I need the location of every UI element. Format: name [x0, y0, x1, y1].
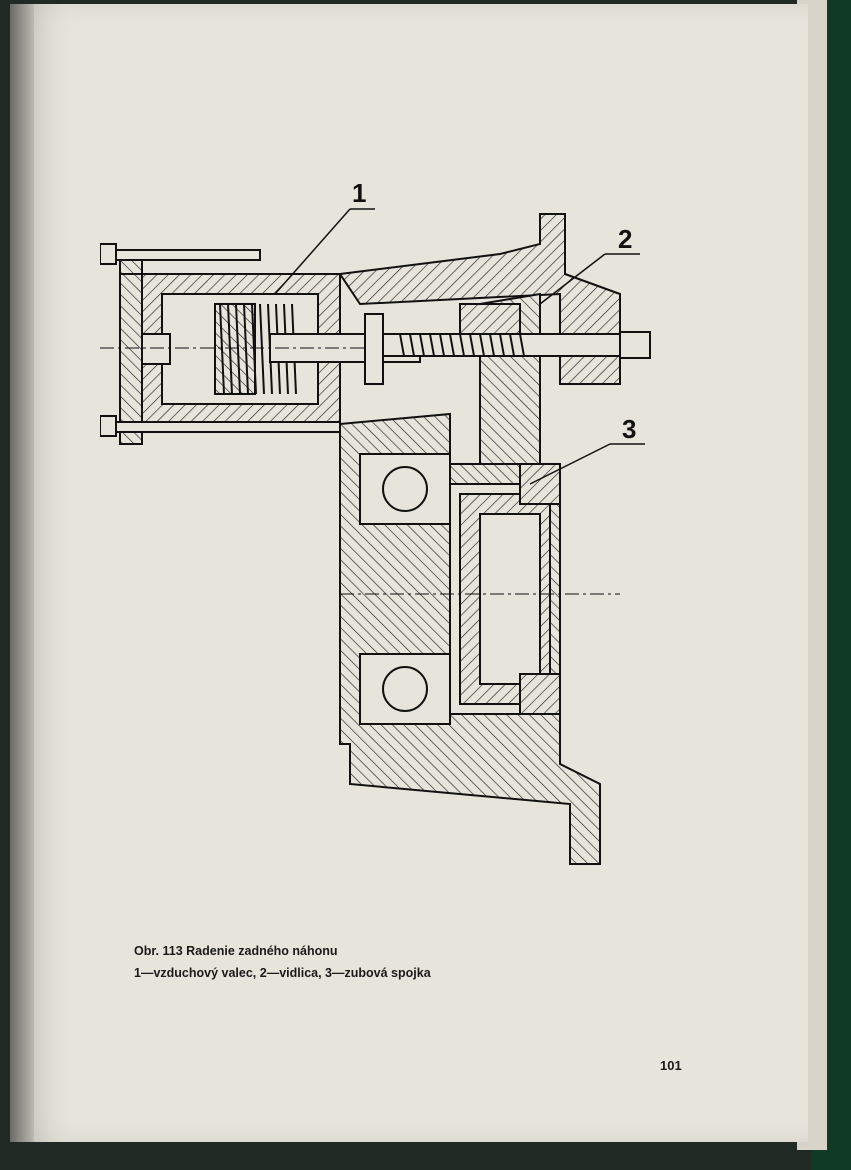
callout-2: 2 [618, 224, 632, 254]
page-gutter [10, 4, 34, 1142]
callout-leaders [274, 208, 645, 485]
hub-housing [339, 412, 620, 865]
figure-label: Obr. 113 [134, 944, 183, 958]
book-page: 1 2 3 Obr. 113 Radenie zadného náhonu 1—… [10, 4, 808, 1142]
technical-drawing: 1 2 3 [99, 178, 660, 884]
figure-caption: Obr. 113 Radenie zadného náhonu 1—vzduch… [134, 940, 431, 984]
figure-legend: 1—vzduchový valec, 2—vidlica, 3—zubová s… [134, 966, 431, 980]
figure-title: Radenie zadného náhonu [186, 944, 338, 958]
page-number: 101 [660, 1058, 682, 1073]
callout-1: 1 [352, 184, 366, 208]
gearbox-housing [338, 213, 651, 486]
caption-title-line: Obr. 113 Radenie zadného náhonu [134, 940, 431, 962]
callout-3: 3 [622, 414, 636, 444]
